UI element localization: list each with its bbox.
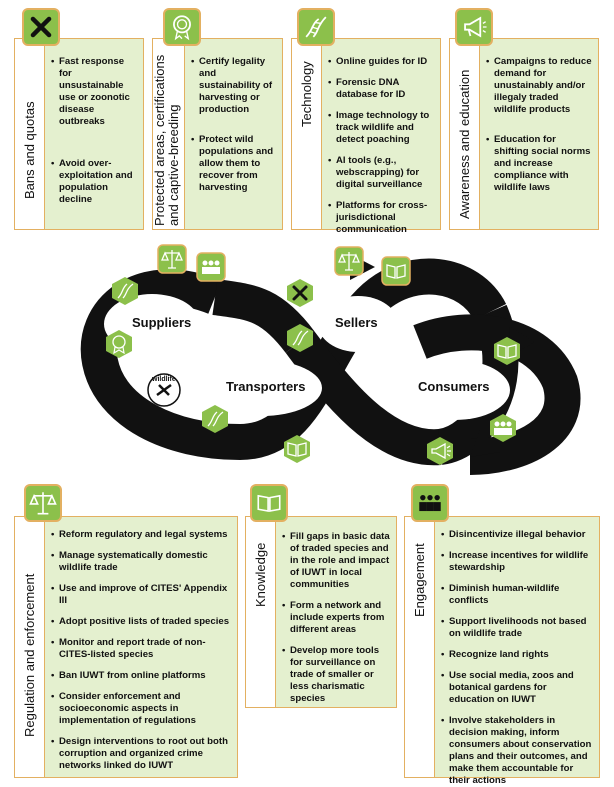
list-item: Design interventions to root out both co… <box>51 736 232 772</box>
wildlife-logo-icon <box>147 373 181 407</box>
card-title: Technology <box>299 61 314 127</box>
list-item: Increase incentives for wildlife steward… <box>441 550 594 574</box>
card-title: Regulation and enforcement <box>22 573 37 737</box>
dna-icon <box>287 324 313 352</box>
certificate-icon <box>163 8 201 46</box>
dna-icon <box>202 405 228 433</box>
list-item: Diminish human-wildlife conflicts <box>441 583 594 607</box>
list-item: Ban IUWT from online platforms <box>51 670 232 682</box>
list-item: Platforms for cross-jurisdictional commu… <box>328 200 435 236</box>
card-title: Bans and quotas <box>22 101 37 199</box>
sellers-center <box>318 296 398 352</box>
list-item: Adopt positive lists of traded species <box>51 616 232 628</box>
list-item: Reform regulatory and legal systems <box>51 529 232 541</box>
card-bans-quotas: Bans and quotas Fast response for unsust… <box>14 38 144 230</box>
book-icon <box>250 484 288 522</box>
card-title: Protected areas, certifications and capt… <box>152 54 181 226</box>
arrow-head <box>360 372 400 402</box>
list-item: Image technology to track wildlife and d… <box>328 110 435 146</box>
x-icon <box>22 8 60 46</box>
list-item: Use social media, zoos and botanical gar… <box>441 670 594 706</box>
dna-icon <box>297 8 335 46</box>
book-icon <box>381 256 411 286</box>
list-item: Fill gaps in basic data of traded specie… <box>282 531 391 591</box>
book-icon <box>494 337 520 365</box>
list-item: Fast response for unsustainable use or z… <box>51 56 138 128</box>
megaphone-icon <box>427 437 453 465</box>
dna-icon <box>112 277 138 305</box>
card-protected-areas: Protected areas, certifications and capt… <box>152 38 283 230</box>
people-icon <box>196 252 226 282</box>
people-icon <box>411 484 449 522</box>
list-item: Education for shifting social norms and … <box>486 134 593 194</box>
list-item: Protect wild populations and allow them … <box>191 134 277 194</box>
list-item: Involve stakeholders in decision making,… <box>441 715 594 787</box>
sellers-label: Sellers <box>335 315 378 330</box>
arrow-head <box>200 330 240 357</box>
loop-band <box>413 314 581 475</box>
certificate-icon <box>106 330 132 358</box>
consumers-center <box>400 360 510 420</box>
list-item: Develop more tools for surveillance on t… <box>282 645 391 705</box>
transporters-center <box>202 360 322 416</box>
list-item: Manage systematically domestic wildlife … <box>51 550 232 574</box>
wildlife-logo-text: wildlife <box>152 376 176 383</box>
list-item: Certify legality and sustainability of h… <box>191 56 277 116</box>
card-title: Engagement <box>412 543 427 617</box>
x-icon <box>287 279 313 307</box>
consumers-label: Consumers <box>418 379 490 394</box>
transporters-label: Transporters <box>226 379 306 394</box>
list-item: Use and improve of CITES' Appendix III <box>51 583 232 607</box>
card-title: Knowledge <box>253 542 268 607</box>
card-regulation-enforcement: Regulation and enforcement Reform regula… <box>14 516 238 778</box>
list-item: Campaigns to reduce demand for unustaina… <box>486 56 593 116</box>
list-item: Forensic DNA database for ID <box>328 77 435 101</box>
people-icon <box>490 414 516 442</box>
scales-icon <box>157 244 187 274</box>
list-item: Consider enforcement and socioeconomic a… <box>51 691 232 727</box>
list-item: Online guides for ID <box>328 56 435 68</box>
suppliers-label: Suppliers <box>132 315 192 330</box>
card-engagement: Engagement Disincentivize illegal behavi… <box>404 516 600 786</box>
megaphone-icon <box>455 8 493 46</box>
loop-band <box>285 331 442 466</box>
list-item: Support livelihoods not based on wildlif… <box>441 616 594 640</box>
card-knowledge: Knowledge Fill gaps in basic data of tra… <box>245 516 397 708</box>
list-item: AI tools (e.g., webscrapping) for digita… <box>328 155 435 191</box>
list-item: Form a network and include experts from … <box>282 600 391 636</box>
scales-icon <box>24 484 62 522</box>
arrow-head <box>470 430 500 457</box>
loop-band <box>80 269 241 460</box>
list-item: Disincentivize illegal behavior <box>441 529 594 541</box>
card-technology: Technology Online guides for ID Forensic… <box>291 38 441 235</box>
book-icon <box>284 435 310 463</box>
scales-icon <box>334 246 364 276</box>
list-item: Avoid over-exploitation and population d… <box>51 158 138 206</box>
list-item: Recognize land rights <box>441 649 594 661</box>
list-item: Monitor and report trade of non-CITES-li… <box>51 637 232 661</box>
card-awareness-education: Awareness and education Campaigns to red… <box>449 38 599 230</box>
card-title: Awareness and education <box>457 69 472 219</box>
